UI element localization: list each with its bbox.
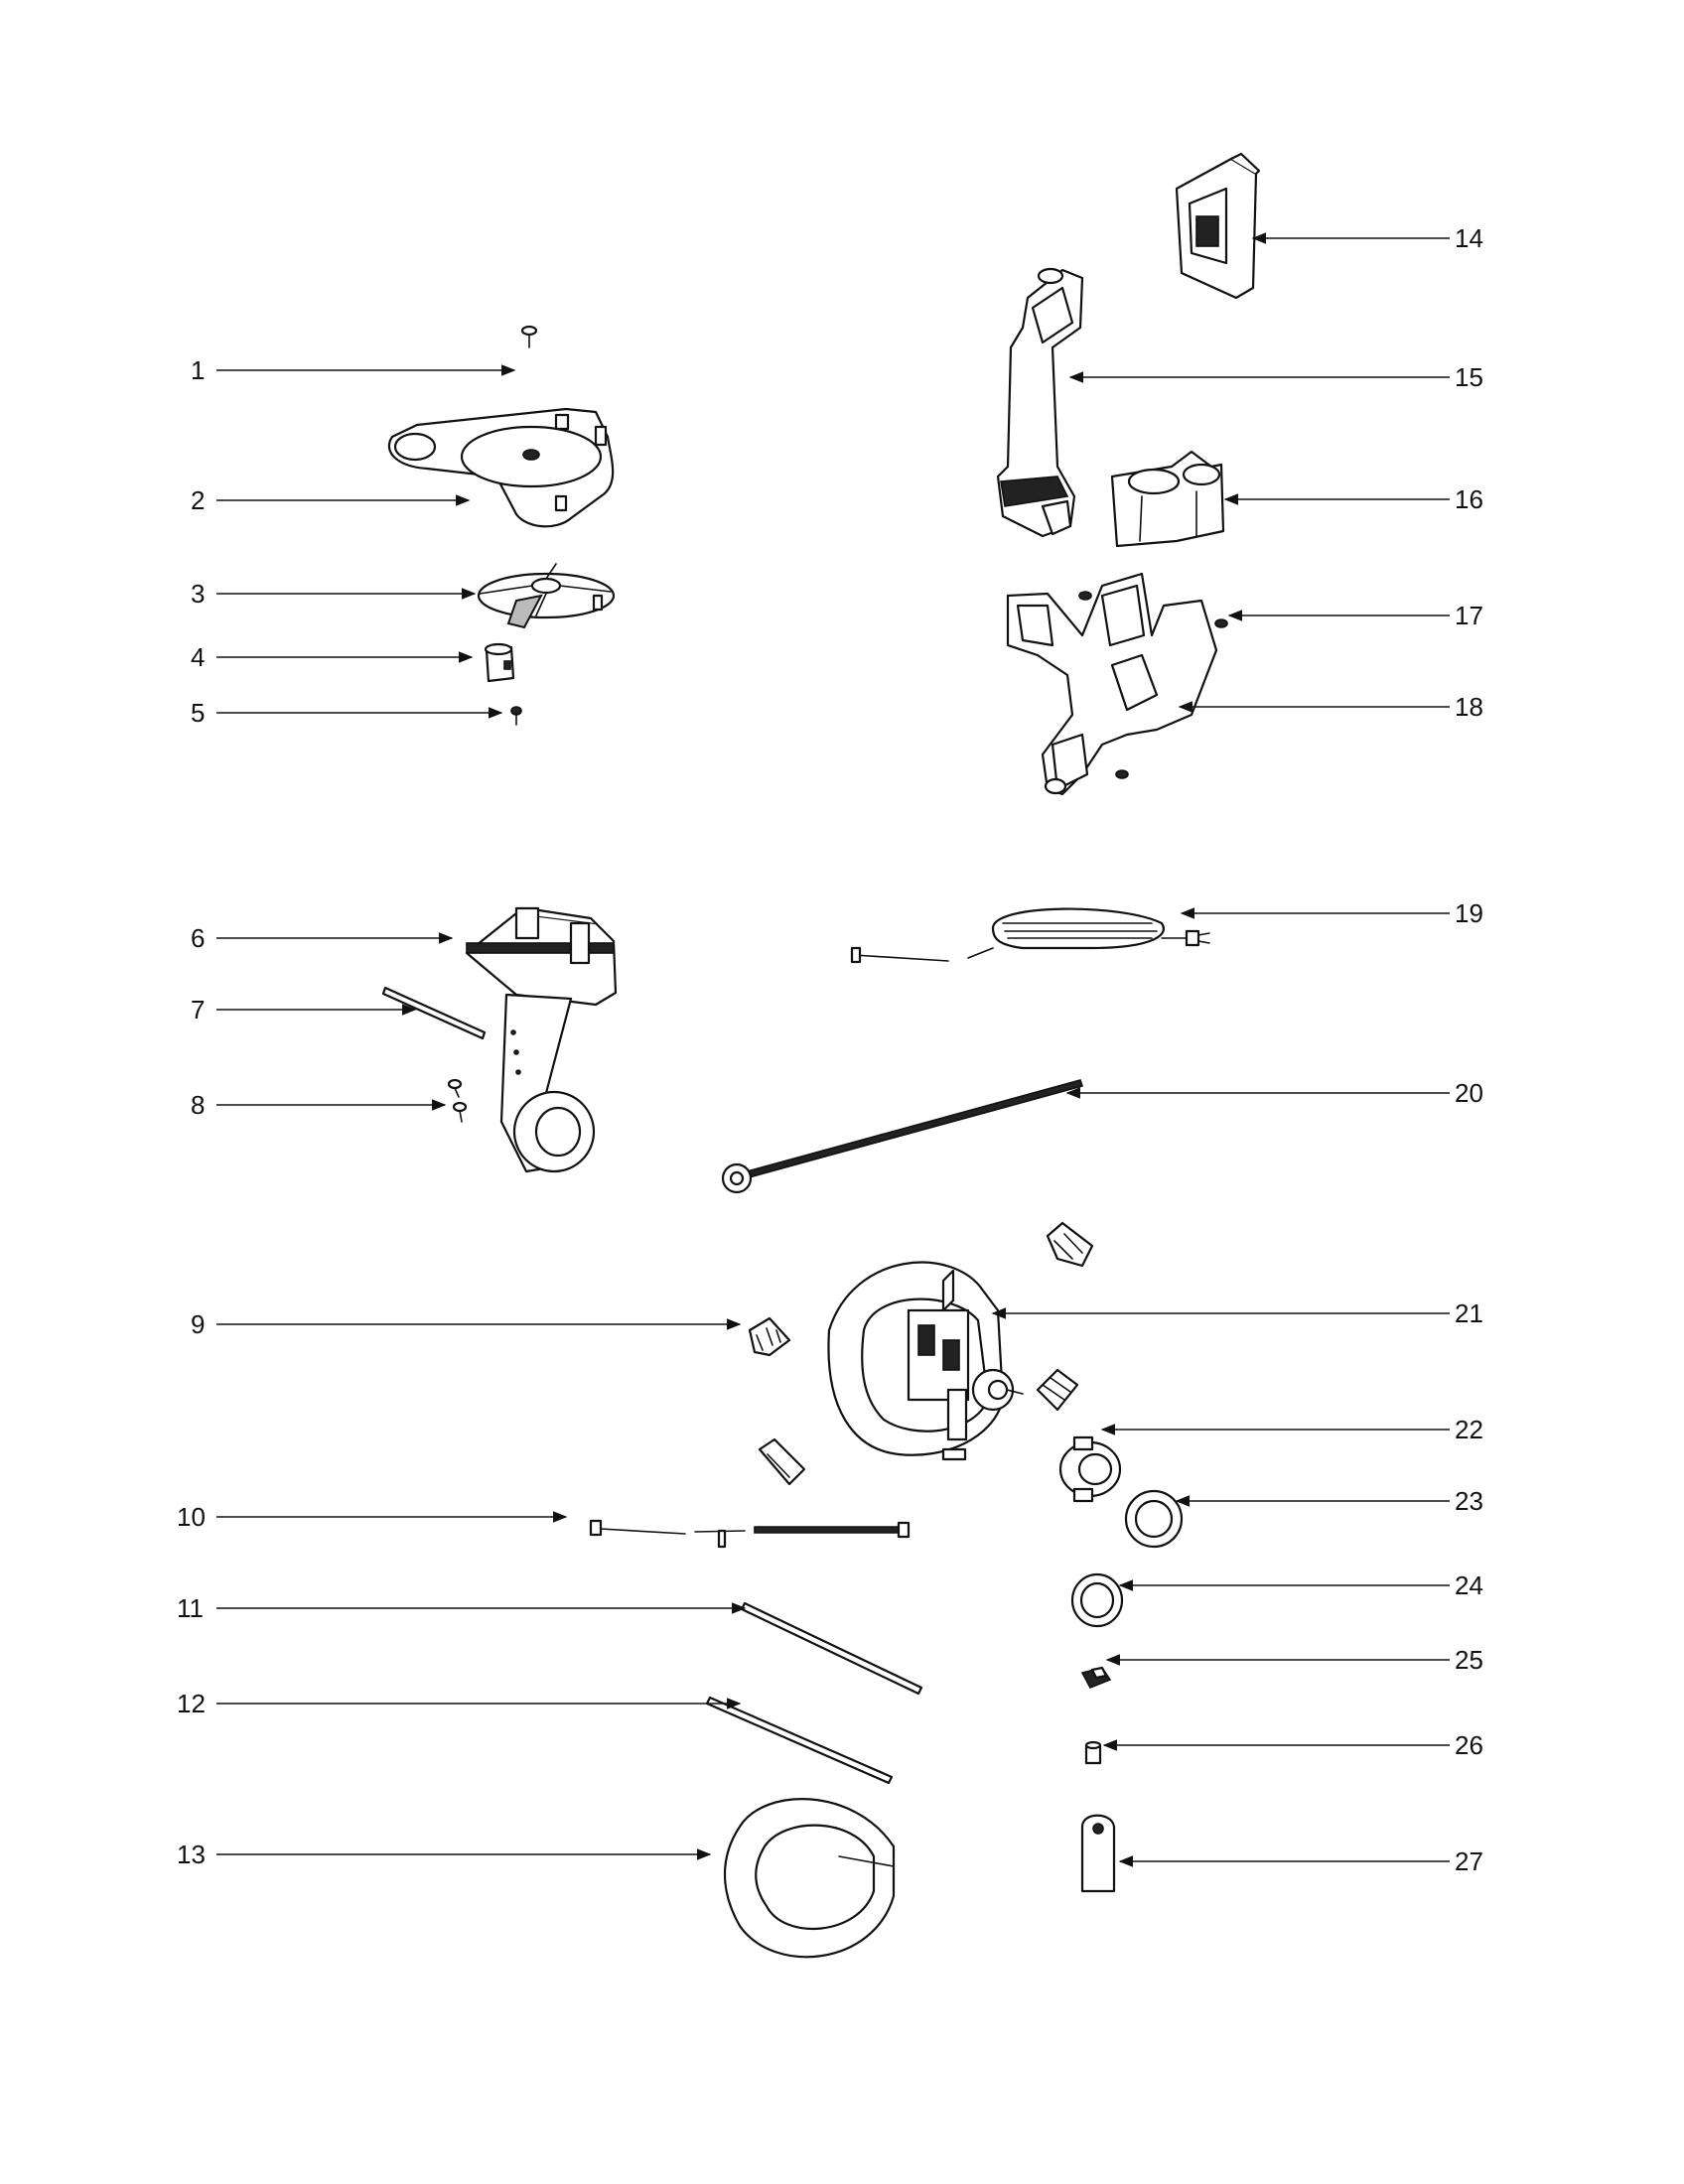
callout-number-26: 26	[1455, 1730, 1483, 1760]
callout-number-14: 14	[1455, 223, 1483, 253]
part-17-screws-illustration	[1078, 591, 1228, 779]
callout-number-20: 20	[1455, 1078, 1483, 1108]
callout-number-15: 15	[1455, 362, 1483, 392]
part-13-sleeve-illustration	[724, 1798, 896, 1959]
callout-number-18: 18	[1455, 692, 1483, 722]
part-1-screw-illustration	[520, 325, 538, 348]
callout-number-11: 11	[177, 1593, 204, 1623]
part-18-housing-illustration	[1006, 572, 1218, 796]
callout-number-1: 1	[191, 355, 205, 385]
callout-number-27: 27	[1455, 1846, 1483, 1876]
part-23-washer-illustration	[1124, 1489, 1184, 1549]
part-22-bearing-illustration	[1058, 1435, 1122, 1503]
callout-number-13: 13	[177, 1840, 206, 1869]
callout-number-9: 9	[191, 1309, 205, 1339]
part-8-screws-illustration	[447, 1078, 468, 1123]
callout-number-17: 17	[1455, 601, 1483, 630]
part-24-washer-illustration	[1070, 1572, 1124, 1628]
callout-number-6: 6	[191, 923, 205, 953]
part-9-brush-holder-illustration	[748, 1316, 791, 1357]
part-15-handle-tube-illustration	[996, 267, 1084, 538]
callout-number-2: 2	[191, 485, 205, 515]
callout-number-19: 19	[1455, 898, 1483, 928]
callout-number-8: 8	[191, 1090, 205, 1120]
part-26-fitting-illustration	[1084, 1740, 1102, 1765]
part-16-cord-holder-illustration	[1110, 450, 1225, 548]
motor-brushes-illustration	[758, 1221, 1094, 1486]
callout-number-7: 7	[191, 995, 205, 1024]
callout-number-21: 21	[1455, 1298, 1483, 1328]
callout-number-24: 24	[1455, 1570, 1483, 1600]
part-3-impeller-illustration	[477, 563, 616, 629]
callout-number-16: 16	[1455, 484, 1483, 514]
part-2-cover-illustration	[387, 407, 615, 528]
part-10-wire-harness-illustration	[589, 1519, 911, 1549]
part-20-shaft-illustration	[721, 1079, 1084, 1194]
part-19-power-cord-illustration	[850, 907, 1210, 964]
part-illustrations	[381, 152, 1261, 1959]
callout-number-4: 4	[191, 642, 205, 672]
part-11-rod-illustration	[740, 1601, 923, 1696]
callout-number-12: 12	[177, 1689, 206, 1718]
part-7-rod-illustration	[381, 986, 487, 1040]
part-5-screw-illustration	[510, 706, 522, 726]
callout-number-3: 3	[191, 579, 205, 609]
part-12-rod-illustration	[705, 1696, 894, 1785]
callout-leader-lines	[216, 232, 1450, 1867]
part-27-terminal-illustration	[1080, 1814, 1116, 1893]
callout-number-10: 10	[177, 1502, 206, 1532]
callout-number-22: 22	[1455, 1415, 1483, 1444]
callout-number-25: 25	[1455, 1645, 1483, 1675]
part-25-clip-illustration	[1080, 1666, 1112, 1690]
part-21-motor-illustration	[827, 1261, 1024, 1461]
callout-number-5: 5	[191, 698, 205, 728]
part-6-base-illustration	[465, 906, 618, 1173]
callout-labels: 1 2 3 4 5 6 7 8 9 10 11 12 13 14 15 16 1…	[177, 223, 1483, 1876]
callout-number-23: 23	[1455, 1486, 1483, 1516]
part-14-bracket-illustration	[1175, 152, 1261, 300]
part-4-sleeve-illustration	[484, 642, 515, 683]
